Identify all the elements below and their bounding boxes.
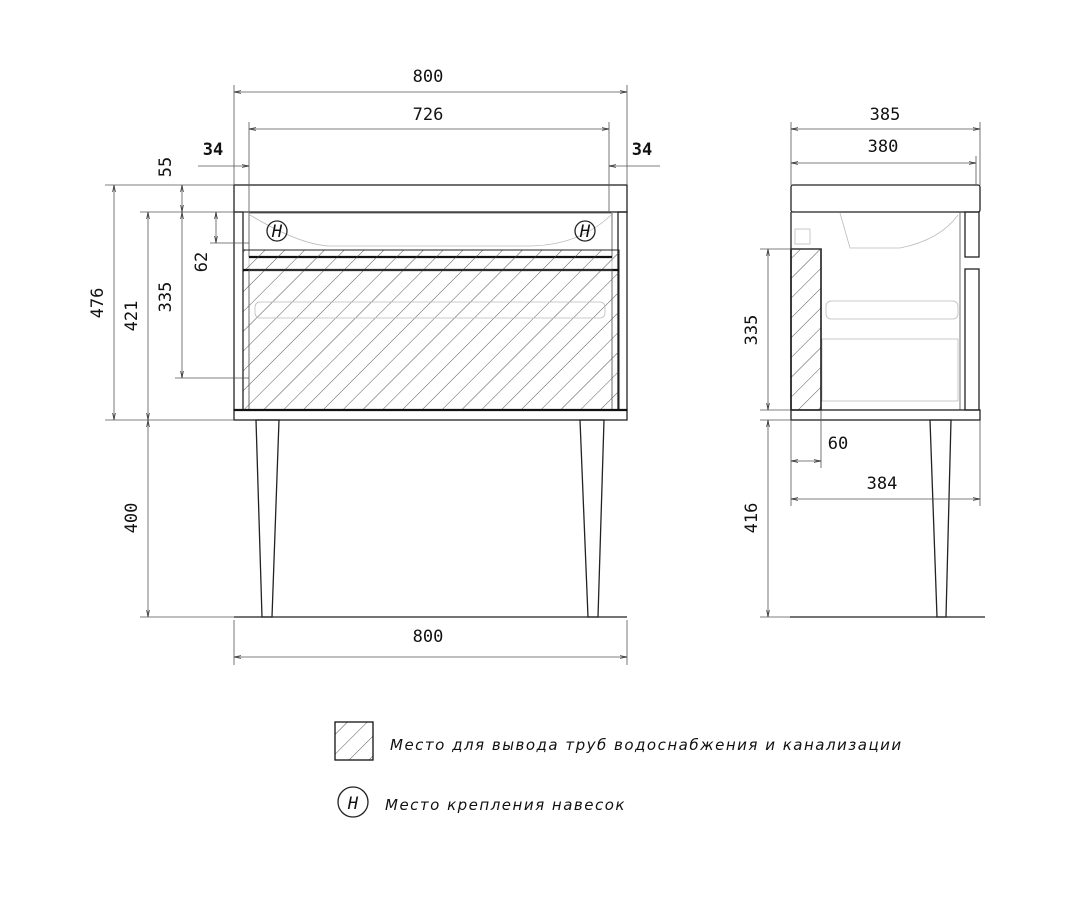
side-base: [790, 409, 981, 421]
legend-mount-letter: H: [347, 794, 359, 814]
dim-leg-height: 400: [122, 503, 142, 534]
legend-mount-symbol: [337, 786, 369, 818]
dim-countertop-height: 55: [156, 157, 176, 177]
dim-side-pipe-depth: 60: [828, 434, 848, 454]
cabinet-side-left: [233, 211, 244, 411]
legend-pipe-zone-label: Место для вывода труб водоснабжения и ка…: [390, 736, 903, 754]
dim-offset-left: 34: [203, 140, 223, 160]
dim-side-pipe-height: 335: [742, 315, 762, 346]
dim-side-depth-top: 385: [870, 105, 901, 125]
dim-width-top: 800: [413, 67, 444, 87]
leg-left: [255, 419, 280, 618]
dim-offset-right: 34: [632, 140, 652, 160]
dim-side-base-depth: 384: [867, 474, 898, 494]
mount-point-right: [574, 220, 596, 242]
side-door-lower: [964, 268, 980, 411]
dim-inner-width: 726: [413, 105, 444, 125]
mount-marker-right: H: [579, 222, 591, 242]
dim-cabinet-height: 421: [122, 301, 142, 332]
side-leg: [929, 419, 952, 618]
side-door-upper: [964, 211, 980, 258]
dim-width-bottom: 800: [413, 627, 444, 647]
dim-total-height: 476: [88, 288, 108, 319]
mount-marker-left: H: [271, 222, 283, 242]
legend-mount-label: Место крепления навесок: [385, 796, 626, 814]
legend-hatch-swatch: [334, 721, 374, 761]
dim-side-depth-body: 380: [868, 137, 899, 157]
legend: Место для вывода труб водоснабжения и ка…: [334, 721, 903, 818]
pipe-zone-hatch: [242, 249, 620, 411]
side-pipe-zone-hatch: [790, 248, 822, 411]
dim-upper-gap: 62: [192, 252, 212, 272]
leg-right: [579, 419, 605, 618]
dim-side-leg-height: 416: [742, 503, 762, 534]
base-plinth: [233, 409, 628, 421]
mount-point-left: [266, 220, 288, 242]
front-view: H H 800 726 34: [88, 67, 660, 665]
countertop: [233, 184, 628, 213]
side-countertop: [790, 184, 981, 213]
side-view: 385 380 335 60 384 416: [742, 105, 985, 618]
dim-drawer-height: 335: [156, 282, 176, 313]
